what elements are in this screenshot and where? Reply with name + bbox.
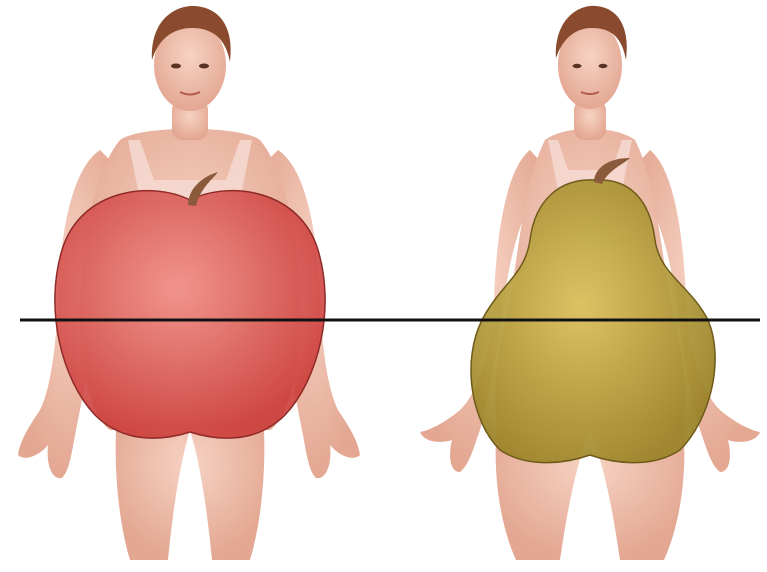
apple-overlay (55, 191, 325, 438)
left-figure-eye-right (199, 64, 209, 69)
right-figure-eye-left (573, 64, 582, 68)
left-figure-eye-left (171, 64, 181, 69)
apple-shape-figure (18, 6, 360, 560)
right-figure-eye-right (599, 64, 608, 68)
pear-shape-figure (420, 6, 760, 560)
